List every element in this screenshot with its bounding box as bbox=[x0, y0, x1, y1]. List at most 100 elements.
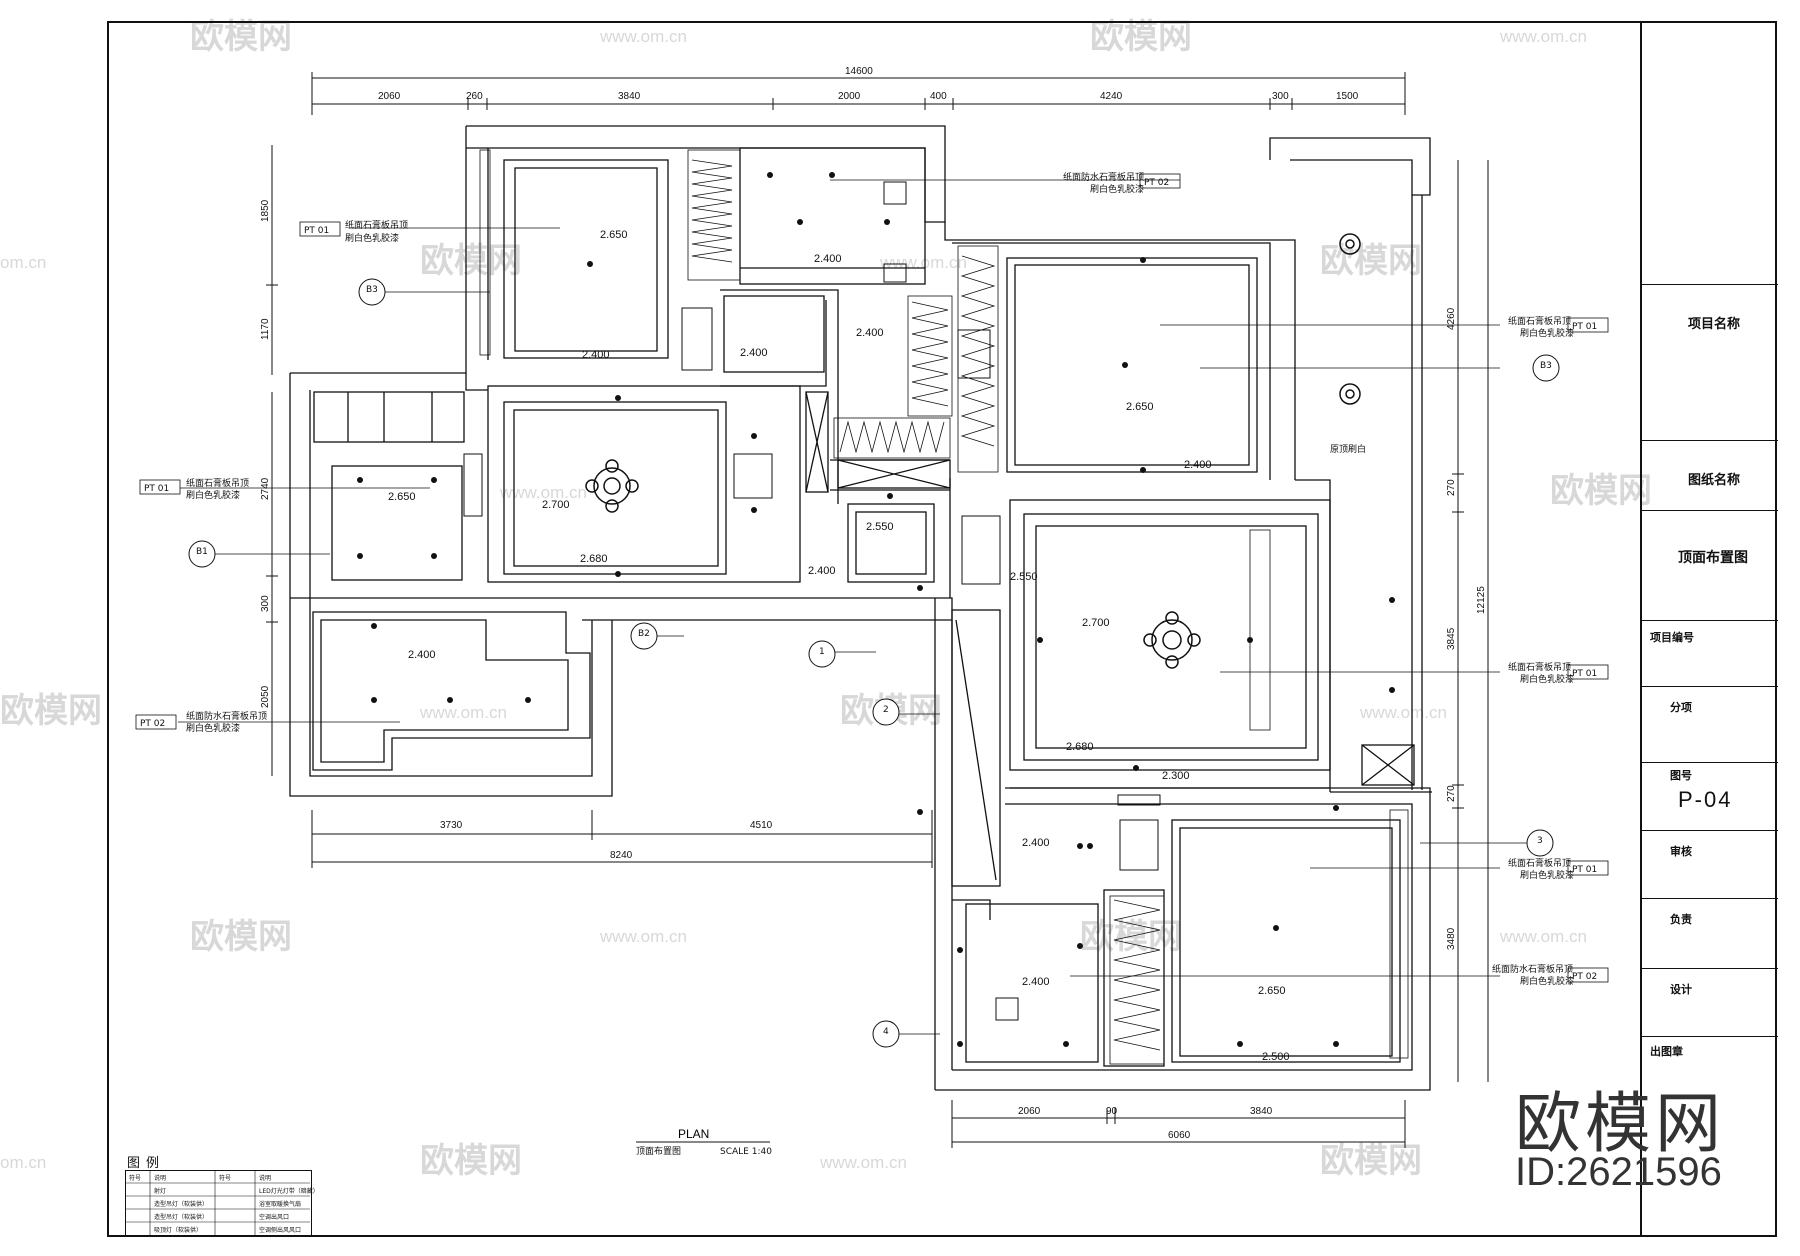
note-text: 刷白色乳胶漆 bbox=[1520, 975, 1574, 987]
watermark-brand: 欧模网 bbox=[1080, 917, 1182, 957]
height-label: 2.550 bbox=[866, 521, 894, 533]
watermark-brand: 欧模网 bbox=[420, 1141, 522, 1181]
watermark-url: www.om.cn bbox=[819, 1153, 907, 1172]
legend-title: 图例 bbox=[127, 1156, 166, 1171]
note-text: 刷白色乳胶漆 bbox=[186, 489, 240, 501]
note-text: 原顶刷白 bbox=[1330, 443, 1366, 455]
tb-label: 出图章 bbox=[1650, 1045, 1683, 1058]
dim-label: 2740 bbox=[260, 477, 271, 500]
sheet-border bbox=[107, 21, 1777, 1237]
tb-review: 审核 bbox=[1642, 830, 1778, 867]
legend-header: 说明 bbox=[259, 1175, 272, 1182]
height-label: 2.300 bbox=[1162, 770, 1190, 782]
walls bbox=[289, 125, 1432, 1091]
tb-design: 设计 bbox=[1642, 968, 1778, 1005]
wardrobe-hatch bbox=[479, 149, 1409, 1065]
dim-label: 2000 bbox=[838, 91, 861, 102]
dim-label: 3845 bbox=[1446, 627, 1457, 650]
height-label: 2.650 bbox=[600, 229, 628, 241]
note-text: 刷白色乳胶漆 bbox=[1090, 183, 1144, 195]
ceiling-heights: 2.650 2.400 2.400 2.400 2.400 2.650 2.40… bbox=[388, 229, 1290, 1063]
note-text: 刷白色乳胶漆 bbox=[345, 232, 399, 244]
tb-label: 设计 bbox=[1670, 983, 1692, 996]
pendant-lamp-icon bbox=[1143, 611, 1201, 669]
dim-label: 2060 bbox=[1018, 1106, 1041, 1117]
watermark-brand: 欧模网 bbox=[1320, 241, 1422, 281]
watermark-url: www.om.cn bbox=[879, 253, 967, 272]
watermark-layer: 欧模网 www.om.cn 欧模网 www.om.cn om.cn 欧模网 ww… bbox=[0, 17, 1652, 1181]
height-label: 2.550 bbox=[1010, 571, 1038, 583]
legend-table: 符号 说明 符号 说明 射灯 造型吊灯（软装供） 造型吊灯（软装供） 吸顶灯（软… bbox=[125, 1170, 319, 1237]
legend-row: 空调侧出风风口 bbox=[259, 1227, 302, 1234]
note-code: PT 02 bbox=[1572, 972, 1597, 982]
dim-label: 1850 bbox=[260, 199, 271, 222]
legend-row: 射灯 bbox=[154, 1188, 167, 1195]
note-text: 纸面石膏板吊顶 bbox=[1508, 661, 1571, 673]
plan-title-en: PLAN bbox=[678, 1127, 709, 1141]
note-text: 纸面防水石膏板吊顶 bbox=[1063, 171, 1144, 183]
tb-label: 分项 bbox=[1670, 701, 1692, 714]
tb-project-name: 项目名称 bbox=[1642, 284, 1778, 345]
dim-label: 2060 bbox=[378, 91, 401, 102]
ceiling-lamp-icon bbox=[1339, 383, 1361, 405]
height-label: 2.400 bbox=[814, 253, 842, 265]
dim-label: 270 bbox=[1446, 785, 1457, 802]
watermark-brand: 欧模网 bbox=[190, 17, 292, 57]
legend-row: 造型吊灯（软装供） bbox=[154, 1214, 209, 1221]
dim-label: 1500 bbox=[1336, 91, 1359, 102]
section-label: B3 bbox=[1540, 361, 1552, 371]
note-code: PT 02 bbox=[1144, 178, 1169, 188]
note-code: PT 01 bbox=[1572, 669, 1597, 679]
watermark-brand: 欧模网 bbox=[190, 917, 292, 957]
plan-title-cn: 顶面布置图 bbox=[636, 1145, 681, 1157]
height-label: 2.680 bbox=[1066, 741, 1094, 753]
tb-value: P-04 bbox=[1678, 787, 1733, 812]
tb-sub-item: 分项 bbox=[1642, 686, 1778, 753]
title-block: 项目名称 图纸名称 顶面布置图 项目编号 分项 图号 P-04 审核 负责 设计… bbox=[1640, 22, 1778, 1236]
note-code: PT 02 bbox=[140, 719, 165, 729]
note-text: 纸面石膏板吊顶 bbox=[186, 477, 249, 489]
height-label: 2.400 bbox=[740, 347, 768, 359]
note-text: 刷白色乳胶漆 bbox=[1520, 869, 1574, 881]
downlights bbox=[357, 172, 1395, 1047]
tb-label: 项目名称 bbox=[1688, 317, 1741, 332]
section-label: 4 bbox=[883, 1027, 889, 1037]
note-text: 刷白色乳胶漆 bbox=[1520, 673, 1574, 685]
dim-label: 6060 bbox=[1168, 1130, 1191, 1141]
note-text: 纸面防水石膏板吊顶 bbox=[186, 710, 267, 722]
tb-drawing-no: 图号 P-04 bbox=[1642, 762, 1778, 829]
tb-project-no: 项目编号 bbox=[1642, 620, 1778, 687]
watermark-brand: 欧模网 bbox=[1320, 1141, 1422, 1181]
section-label: 1 bbox=[819, 647, 825, 657]
fixtures bbox=[463, 181, 1161, 1021]
watermark-url: www.om.cn bbox=[599, 27, 687, 46]
note-code: PT 01 bbox=[1572, 322, 1597, 332]
legend-row: 浴室取暖换气扇 bbox=[259, 1201, 302, 1208]
legend-header: 符号 bbox=[219, 1175, 232, 1182]
height-label: 2.650 bbox=[388, 491, 416, 503]
dim-label: 4240 bbox=[1100, 91, 1123, 102]
note-text: 刷白色乳胶漆 bbox=[186, 722, 240, 734]
note-text: 纸面石膏板吊顶 bbox=[1508, 857, 1571, 869]
note-code: PT 01 bbox=[304, 226, 329, 236]
height-label: 2.400 bbox=[1022, 976, 1050, 988]
watermark-url: om.cn bbox=[0, 1153, 46, 1172]
dim-label: 14600 bbox=[845, 66, 873, 77]
watermark-brand: 欧模网 bbox=[420, 241, 522, 281]
height-label: 2.680 bbox=[580, 553, 608, 565]
watermark-brand: 欧模网 bbox=[1550, 471, 1652, 511]
height-label: 2.400 bbox=[1022, 837, 1050, 849]
height-label: 2.400 bbox=[808, 565, 836, 577]
tb-drawing-name: 图纸名称 bbox=[1642, 440, 1778, 511]
dim-label: 3840 bbox=[618, 91, 641, 102]
watermark-url: om.cn bbox=[0, 253, 46, 272]
watermark-url: www.om.cn bbox=[1499, 927, 1587, 946]
section-mark-labels: B3 B3 B1 B2 1 2 3 4 bbox=[196, 285, 1552, 1037]
tb-label: 项目编号 bbox=[1650, 631, 1694, 644]
dim-label: 300 bbox=[260, 595, 271, 612]
height-label: 2.500 bbox=[1262, 1051, 1290, 1063]
legend-row: LED灯光灯带（暗藏） bbox=[259, 1188, 319, 1195]
dim-label: 260 bbox=[466, 91, 483, 102]
leaders bbox=[178, 179, 1544, 1035]
